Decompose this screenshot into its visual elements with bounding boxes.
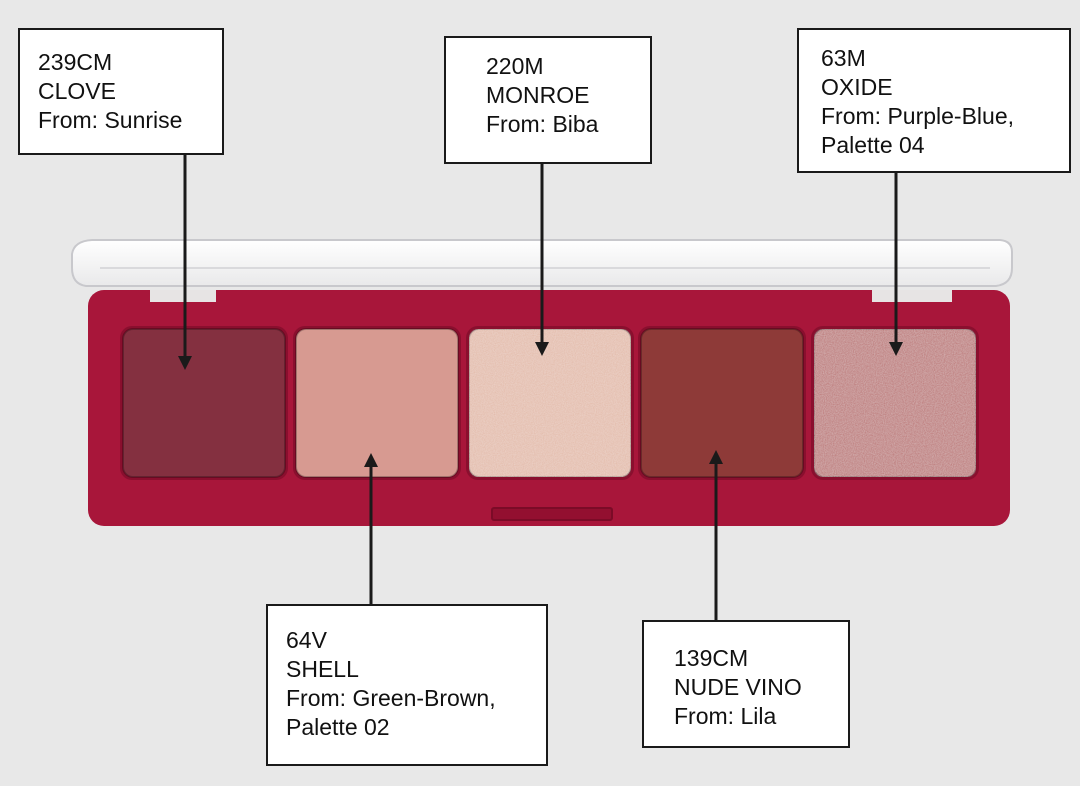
pointer-arrowhead-clove — [178, 356, 192, 370]
shadow-pan-nude-vino — [640, 328, 804, 478]
shade-name: NUDE VINO — [674, 674, 802, 700]
shade-origin: From: Green-Brown, — [286, 685, 496, 711]
shade-code: 63M — [821, 45, 866, 71]
palette-clasp — [491, 507, 613, 521]
pointer-arrowhead-monroe — [535, 342, 549, 356]
shade-origin: From: Lila — [674, 703, 777, 729]
shade-code: 139CM — [674, 645, 749, 671]
shade-origin: From: Biba — [486, 111, 599, 137]
shade-label-oxide: 63M OXIDE From: Purple-Blue, Palette 04 — [797, 28, 1071, 173]
shade-origin: From: Sunrise — [38, 107, 183, 133]
shadow-pan-monroe — [468, 328, 632, 478]
shade-name: OXIDE — [821, 74, 893, 100]
shadow-pan-shell — [295, 328, 459, 478]
shade-origin-line-2: Palette 02 — [286, 714, 390, 740]
palette-hinge-left — [150, 290, 216, 302]
shade-code: 64V — [286, 627, 327, 653]
pointer-arrowhead-nude-vino — [709, 450, 723, 464]
shade-label-monroe: 220M MONROE From: Biba — [444, 36, 652, 164]
shade-name: MONROE — [486, 82, 590, 108]
shade-label-nude-vino: 139CM NUDE VINO From: Lila — [642, 620, 850, 748]
shade-code: 220M — [486, 53, 544, 79]
pointer-arrowhead-oxide — [889, 342, 903, 356]
label-pointers — [178, 155, 903, 620]
shade-label-shell: 64V SHELL From: Green-Brown, Palette 02 — [266, 604, 548, 766]
shadow-pan-clove — [122, 328, 286, 478]
shade-origin-line-2: Palette 04 — [821, 132, 925, 158]
shade-code: 239CM — [38, 49, 113, 75]
shadow-pans — [120, 326, 979, 480]
shade-name: SHELL — [286, 656, 359, 682]
palette-hinge-right — [872, 290, 952, 302]
shade-label-clove: 239CM CLOVE From: Sunrise — [18, 28, 224, 155]
shade-name: CLOVE — [38, 78, 116, 104]
shade-origin: From: Purple-Blue, — [821, 103, 1015, 129]
pointer-arrowhead-shell — [364, 453, 378, 467]
